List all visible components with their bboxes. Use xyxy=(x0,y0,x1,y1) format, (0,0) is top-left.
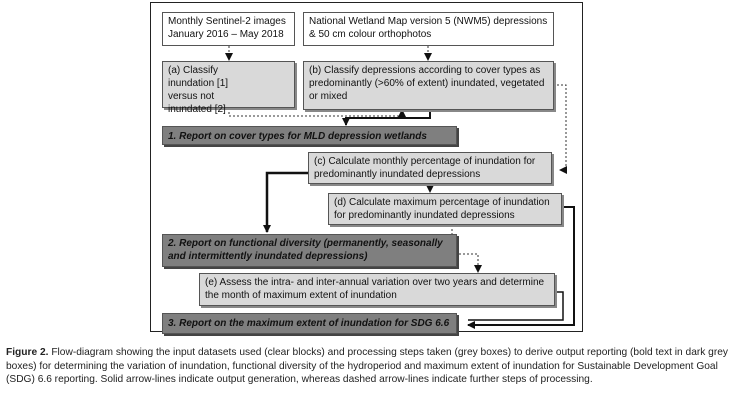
step-e-box: (e) Assess the intra- and inter-annual v… xyxy=(199,273,555,306)
output-3-text: 3. Report on the maximum extent of inund… xyxy=(168,318,450,329)
input-sentinel-text: Monthly Sentinel-2 images January 2016 –… xyxy=(168,16,286,40)
input-sentinel-box: Monthly Sentinel-2 images January 2016 –… xyxy=(162,12,295,46)
arrow-c-to-output-2 xyxy=(263,171,308,233)
step-c-text: (c) Calculate monthly percentage of inun… xyxy=(314,156,536,180)
arrow-e-to-output-3 xyxy=(468,291,564,321)
arrow-d-to-output-3 xyxy=(467,206,575,329)
caption-label: Figure 2. xyxy=(6,347,49,358)
arrow-b-to-c xyxy=(553,84,567,174)
step-a-text: (a) Classify inundation [1] versus not i… xyxy=(168,65,229,115)
step-a-box: (a) Classify inundation [1] versus not i… xyxy=(162,61,295,115)
output-2-text: 2. Report on functional diversity (perma… xyxy=(168,238,443,262)
arrow-d-to-e xyxy=(451,225,482,273)
step-d-text: (d) Calculate maximum percentage of inun… xyxy=(334,197,550,221)
arrow-a-to-b xyxy=(228,108,406,117)
caption-text: Flow-diagram showing the input datasets … xyxy=(6,347,729,386)
output-3-box: 3. Report on the maximum extent of inund… xyxy=(162,313,457,334)
step-d-box: (d) Calculate maximum percentage of inun… xyxy=(328,193,562,225)
input-nwm5-box: National Wetland Map version 5 (NWM5) de… xyxy=(303,12,554,46)
figure-caption: Figure 2. Flow-diagram showing the input… xyxy=(6,346,744,387)
input-nwm5-text: National Wetland Map version 5 (NWM5) de… xyxy=(309,16,548,40)
step-b-text: (b) Classify depressions according to co… xyxy=(309,65,545,102)
step-e-text: (e) Assess the intra- and inter-annual v… xyxy=(205,277,545,301)
step-c-box: (c) Calculate monthly percentage of inun… xyxy=(308,152,552,184)
output-1-box: 1. Report on cover types for MLD depress… xyxy=(162,126,457,145)
output-1-text: 1. Report on cover types for MLD depress… xyxy=(168,131,427,142)
output-2-box: 2. Report on functional diversity (perma… xyxy=(162,234,457,267)
step-b-box: (b) Classify depressions according to co… xyxy=(303,61,554,110)
arrow-b-to-output-1 xyxy=(342,110,431,126)
